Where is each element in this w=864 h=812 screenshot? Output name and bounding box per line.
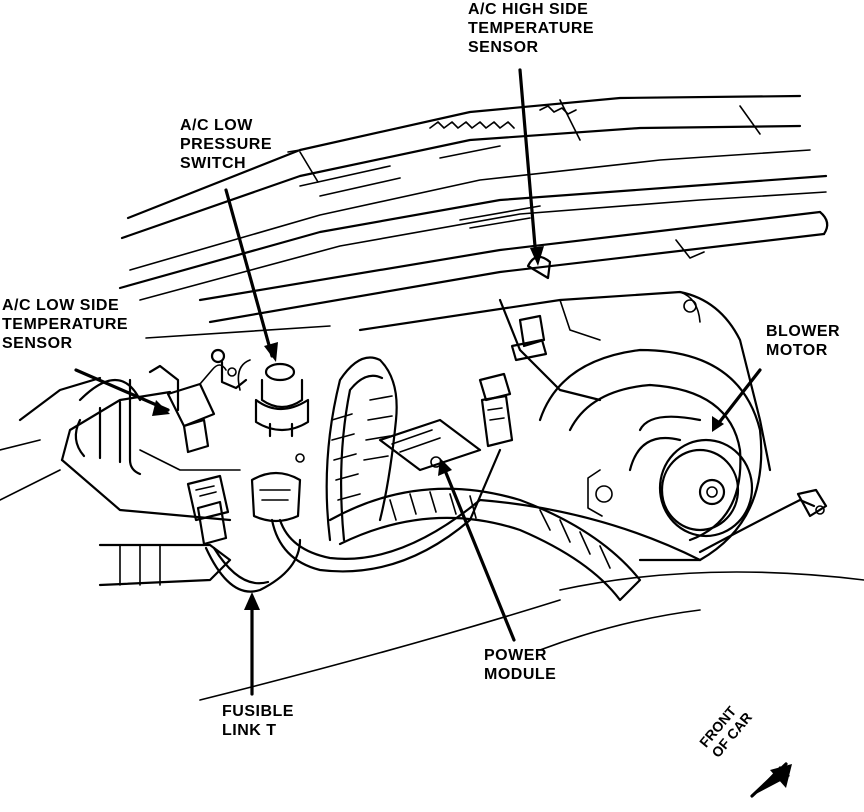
fender-lines	[0, 439, 864, 701]
hvac-case	[358, 290, 828, 562]
label-fusible-link: FUSIBLE LINK T	[222, 703, 294, 739]
arrowhead-fusible-link	[244, 592, 260, 610]
arrowhead-blower	[712, 416, 724, 432]
wire-harness	[204, 356, 702, 602]
label-low-pressure-switch: A/C LOW PRESSURE SWITCH	[180, 117, 273, 172]
arrowhead-high-side	[530, 246, 544, 266]
arrow-power-module	[442, 466, 516, 642]
leader-low-side	[145, 325, 331, 339]
label-high-side-temperature-sensor: A/C HIGH SIDE TEMPERATURE SENSOR	[468, 1, 595, 56]
arrowhead-low-side	[152, 400, 170, 416]
arrow-blower-motor	[716, 368, 762, 426]
label-low-side-temperature-sensor: A/C LOW SIDE TEMPERATURE SENSOR	[2, 297, 129, 352]
arrowhead-power-module	[438, 458, 452, 476]
arrow-low-side-sensor	[74, 368, 170, 412]
front-of-car-arrow	[750, 762, 792, 798]
arrowhead-low-pressure	[264, 342, 278, 362]
label-blower-motor: BLOWER MOTOR	[766, 323, 841, 359]
callout-arrows	[74, 68, 762, 696]
arrow-low-pressure-switch	[224, 188, 274, 358]
harness-connectors	[186, 255, 552, 546]
low-pressure-switch-drawing	[237, 359, 310, 438]
leader-low-pressure	[287, 149, 301, 153]
arrow-high-side-sensor	[518, 68, 538, 260]
cowl-rails	[118, 94, 829, 324]
accumulator-area	[18, 364, 241, 587]
label-power-module: POWER MODULE	[484, 647, 557, 683]
low-side-sensor-drawing	[166, 348, 248, 454]
